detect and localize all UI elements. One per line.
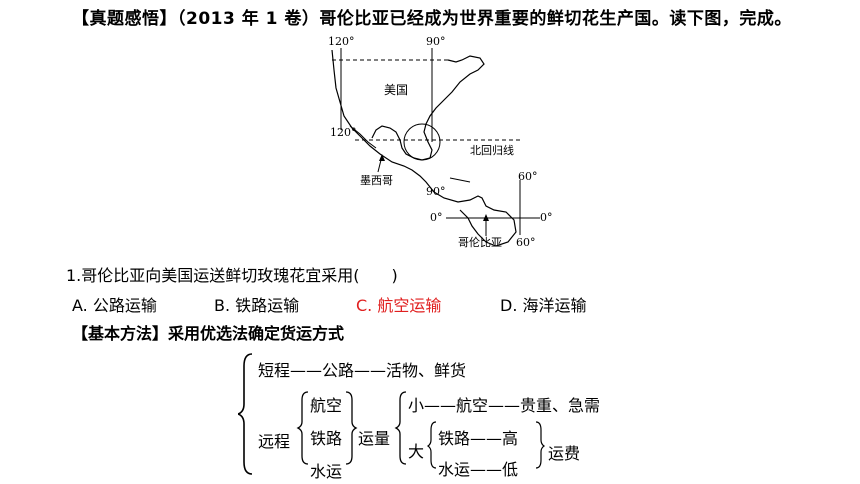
americas-map: 120° 90° 美国 120° 北回归线 墨西哥 90° 60° 0° 0° … — [328, 35, 553, 249]
method-water-low: 水运——低 — [438, 460, 519, 479]
method-cost: 运费 — [548, 444, 581, 463]
method-air: 航空 — [310, 396, 343, 415]
brace-main — [238, 353, 253, 475]
option-a[interactable]: A. 公路运输 — [72, 296, 157, 315]
label-60-bottom: 60° — [516, 236, 536, 249]
label-mexico: 墨西哥 — [360, 174, 393, 187]
option-d[interactable]: D. 海洋运输 — [500, 296, 587, 315]
label-90-top: 90° — [426, 35, 446, 48]
brace-large-left — [426, 421, 437, 469]
method-small: 小——航空——贵重、急需 — [408, 396, 601, 415]
north-america-outline — [331, 49, 517, 247]
page-title: 【真题感悟】（2013 年 1 卷）哥伦比亚已经成为世界重要的鲜切花生产国。读下… — [72, 9, 792, 29]
brace-modes-left — [296, 391, 309, 465]
method-heading: 【基本方法】采用优选法确定货运方式 — [72, 324, 345, 343]
label-0-right: 0° — [540, 211, 553, 224]
method-large: 大 — [408, 442, 425, 461]
method-braces — [238, 353, 546, 475]
label-60-top: 60° — [518, 170, 538, 183]
mexico-peninsula — [349, 125, 377, 149]
colombia-arrow-head — [483, 214, 489, 221]
caribbean-islands — [449, 177, 471, 183]
question-stem: 1.哥伦比亚向美国运送鲜切玫瑰花宜采用( ) — [66, 266, 398, 285]
option-b[interactable]: B. 铁路运输 — [214, 296, 300, 315]
label-120-mid: 120° — [330, 126, 357, 139]
north-america-east-coast — [371, 55, 485, 161]
label-tropic: 北回归线 — [470, 143, 514, 157]
gulf-circle — [403, 123, 441, 161]
brace-volume — [394, 391, 407, 465]
label-0-left: 0° — [430, 211, 443, 224]
brace-large-right — [535, 421, 546, 469]
method-volume: 运量 — [358, 429, 391, 448]
method-rail-high: 铁路——高 — [438, 429, 519, 448]
method-rail: 铁路 — [310, 429, 343, 448]
label-colombia: 哥伦比亚 — [458, 235, 502, 249]
method-long: 远程 — [258, 432, 291, 451]
label-90-mid: 90° — [426, 185, 446, 198]
method-short: 短程——公路——活物、鲜货 — [258, 361, 467, 380]
label-usa: 美国 — [384, 83, 408, 97]
brace-modes-right — [345, 391, 358, 465]
method-water: 水运 — [310, 462, 343, 481]
option-c[interactable]: C. 航空运输 — [356, 296, 442, 315]
mexico-arrow-head — [379, 154, 385, 161]
label-120-top: 120° — [328, 35, 355, 48]
